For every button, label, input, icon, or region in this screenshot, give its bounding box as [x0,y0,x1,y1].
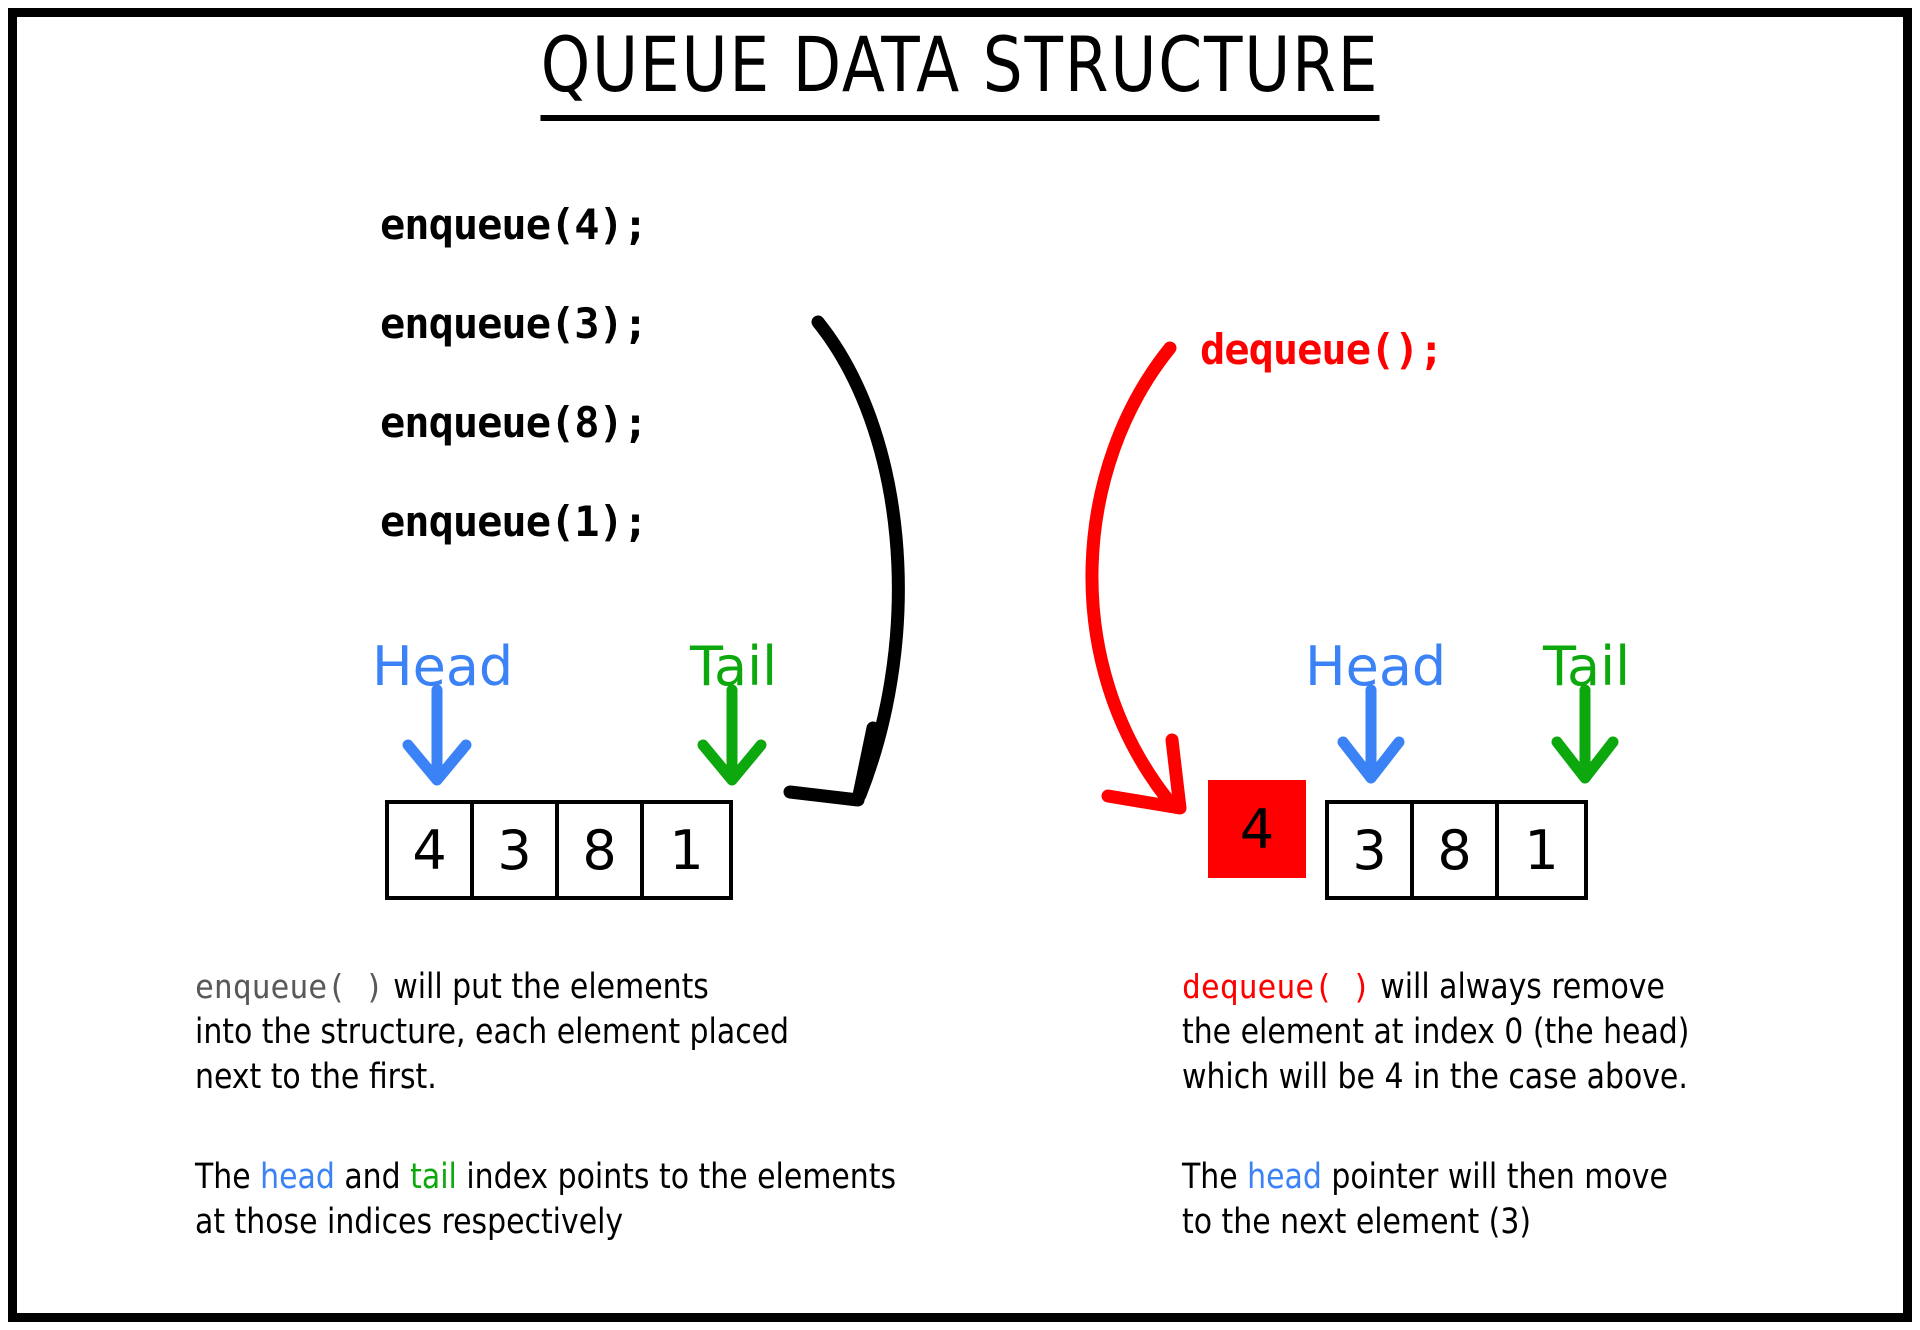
code-line-dequeue: dequeue(); [1200,325,1444,374]
queue-cell: 1 [1499,804,1584,896]
left-caption-pointers: The head and tail index points to the el… [195,1155,984,1245]
queue-cell: 4 [389,804,474,896]
code-line-enqueue-3: enqueue(3); [380,299,648,348]
right-head-label: Head [1305,635,1447,698]
code-line-enqueue-4: enqueue(4); [380,200,648,249]
left-caption-enqueue: enqueue( ) will put the elements into th… [195,965,965,1099]
left-caption2-suffix: index points to the elements at those in… [195,1157,897,1242]
enqueue-code-list: enqueue(4); enqueue(3); enqueue(8); enqu… [380,200,648,596]
left-head-arrow-down-icon [402,684,472,786]
right-caption-dequeue: dequeue( ) will always remove the elemen… [1182,965,1828,1099]
page-title-text: QUEUE DATA STRUCTURE [540,20,1380,121]
code-line-enqueue-1: enqueue(1); [380,497,648,546]
left-caption-code: enqueue( ) [195,967,384,1006]
left-caption-text: will put the elements into the structure… [195,967,790,1097]
right-caption-code: dequeue( ) [1182,967,1371,1006]
dequeue-flow-curved-arrow-icon [1085,341,1187,815]
right-caption-text: will always remove the element at index … [1182,967,1690,1097]
left-queue: 4 3 8 1 [385,800,733,900]
queue-cell: 1 [644,804,729,896]
page-title: QUEUE DATA STRUCTURE [77,20,1843,121]
right-caption2-prefix: The [1182,1157,1248,1197]
left-caption2-prefix: The [195,1157,261,1197]
queue-cell: 3 [474,804,559,896]
queue-cell: 8 [1414,804,1499,896]
right-caption-pointer: The head pointer will then move to the n… [1182,1155,1828,1245]
left-tail-arrow-down-icon [697,684,767,786]
left-caption2-head: head [260,1157,335,1197]
right-queue: 3 8 1 [1325,800,1588,900]
right-tail-arrow-down-icon [1551,684,1619,784]
right-caption2-head: head [1247,1157,1322,1197]
right-caption2-suffix: pointer will then move to the next eleme… [1182,1157,1668,1242]
right-tail-label: Tail [1543,635,1631,698]
right-head-arrow-down-icon [1337,684,1405,784]
left-tail-label: Tail [690,635,778,698]
code-line-enqueue-8: enqueue(8); [380,398,648,447]
left-caption2-mid: and [334,1157,411,1197]
left-head-label: Head [372,635,514,698]
queue-cell: 8 [559,804,644,896]
left-caption2-tail: tail [410,1157,457,1197]
queue-cell: 3 [1329,804,1414,896]
enqueue-flow-curved-arrow-icon [783,315,905,807]
dequeued-element-cell: 4 [1208,780,1306,878]
